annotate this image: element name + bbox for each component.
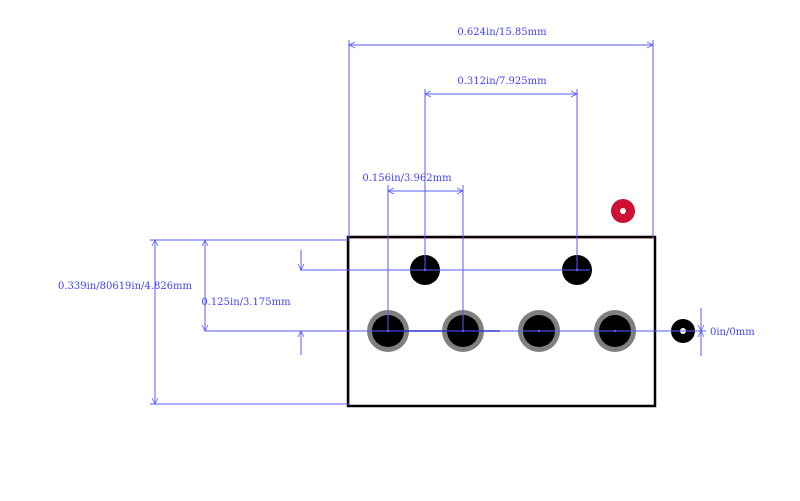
label-pin-pitch: 0.156in/3.962mm: [362, 173, 452, 184]
dim-row-spacing: [200, 239, 349, 332]
pin1-marker-center: [620, 208, 626, 214]
label-row-pitch: 0.312in/7.925mm: [457, 76, 547, 87]
dim-overall-height: [150, 239, 349, 405]
dim-overall-width: [348, 40, 654, 238]
dim-pin-pitch: [387, 185, 464, 331]
dim-row-offset-ticks: [297, 250, 305, 355]
label-overall-width: 0.624in/15.85mm: [457, 27, 547, 38]
label-pad-offset: 0in/0mm: [710, 327, 755, 338]
dim-pad-offset: [695, 308, 706, 356]
body-outline: [346, 235, 657, 408]
dim-row-pitch: [424, 89, 578, 270]
label-row-spacing: 0.125in/3.175mm: [201, 297, 291, 308]
label-overall-height: 0.339in/80619in/4.826mm: [58, 281, 193, 292]
